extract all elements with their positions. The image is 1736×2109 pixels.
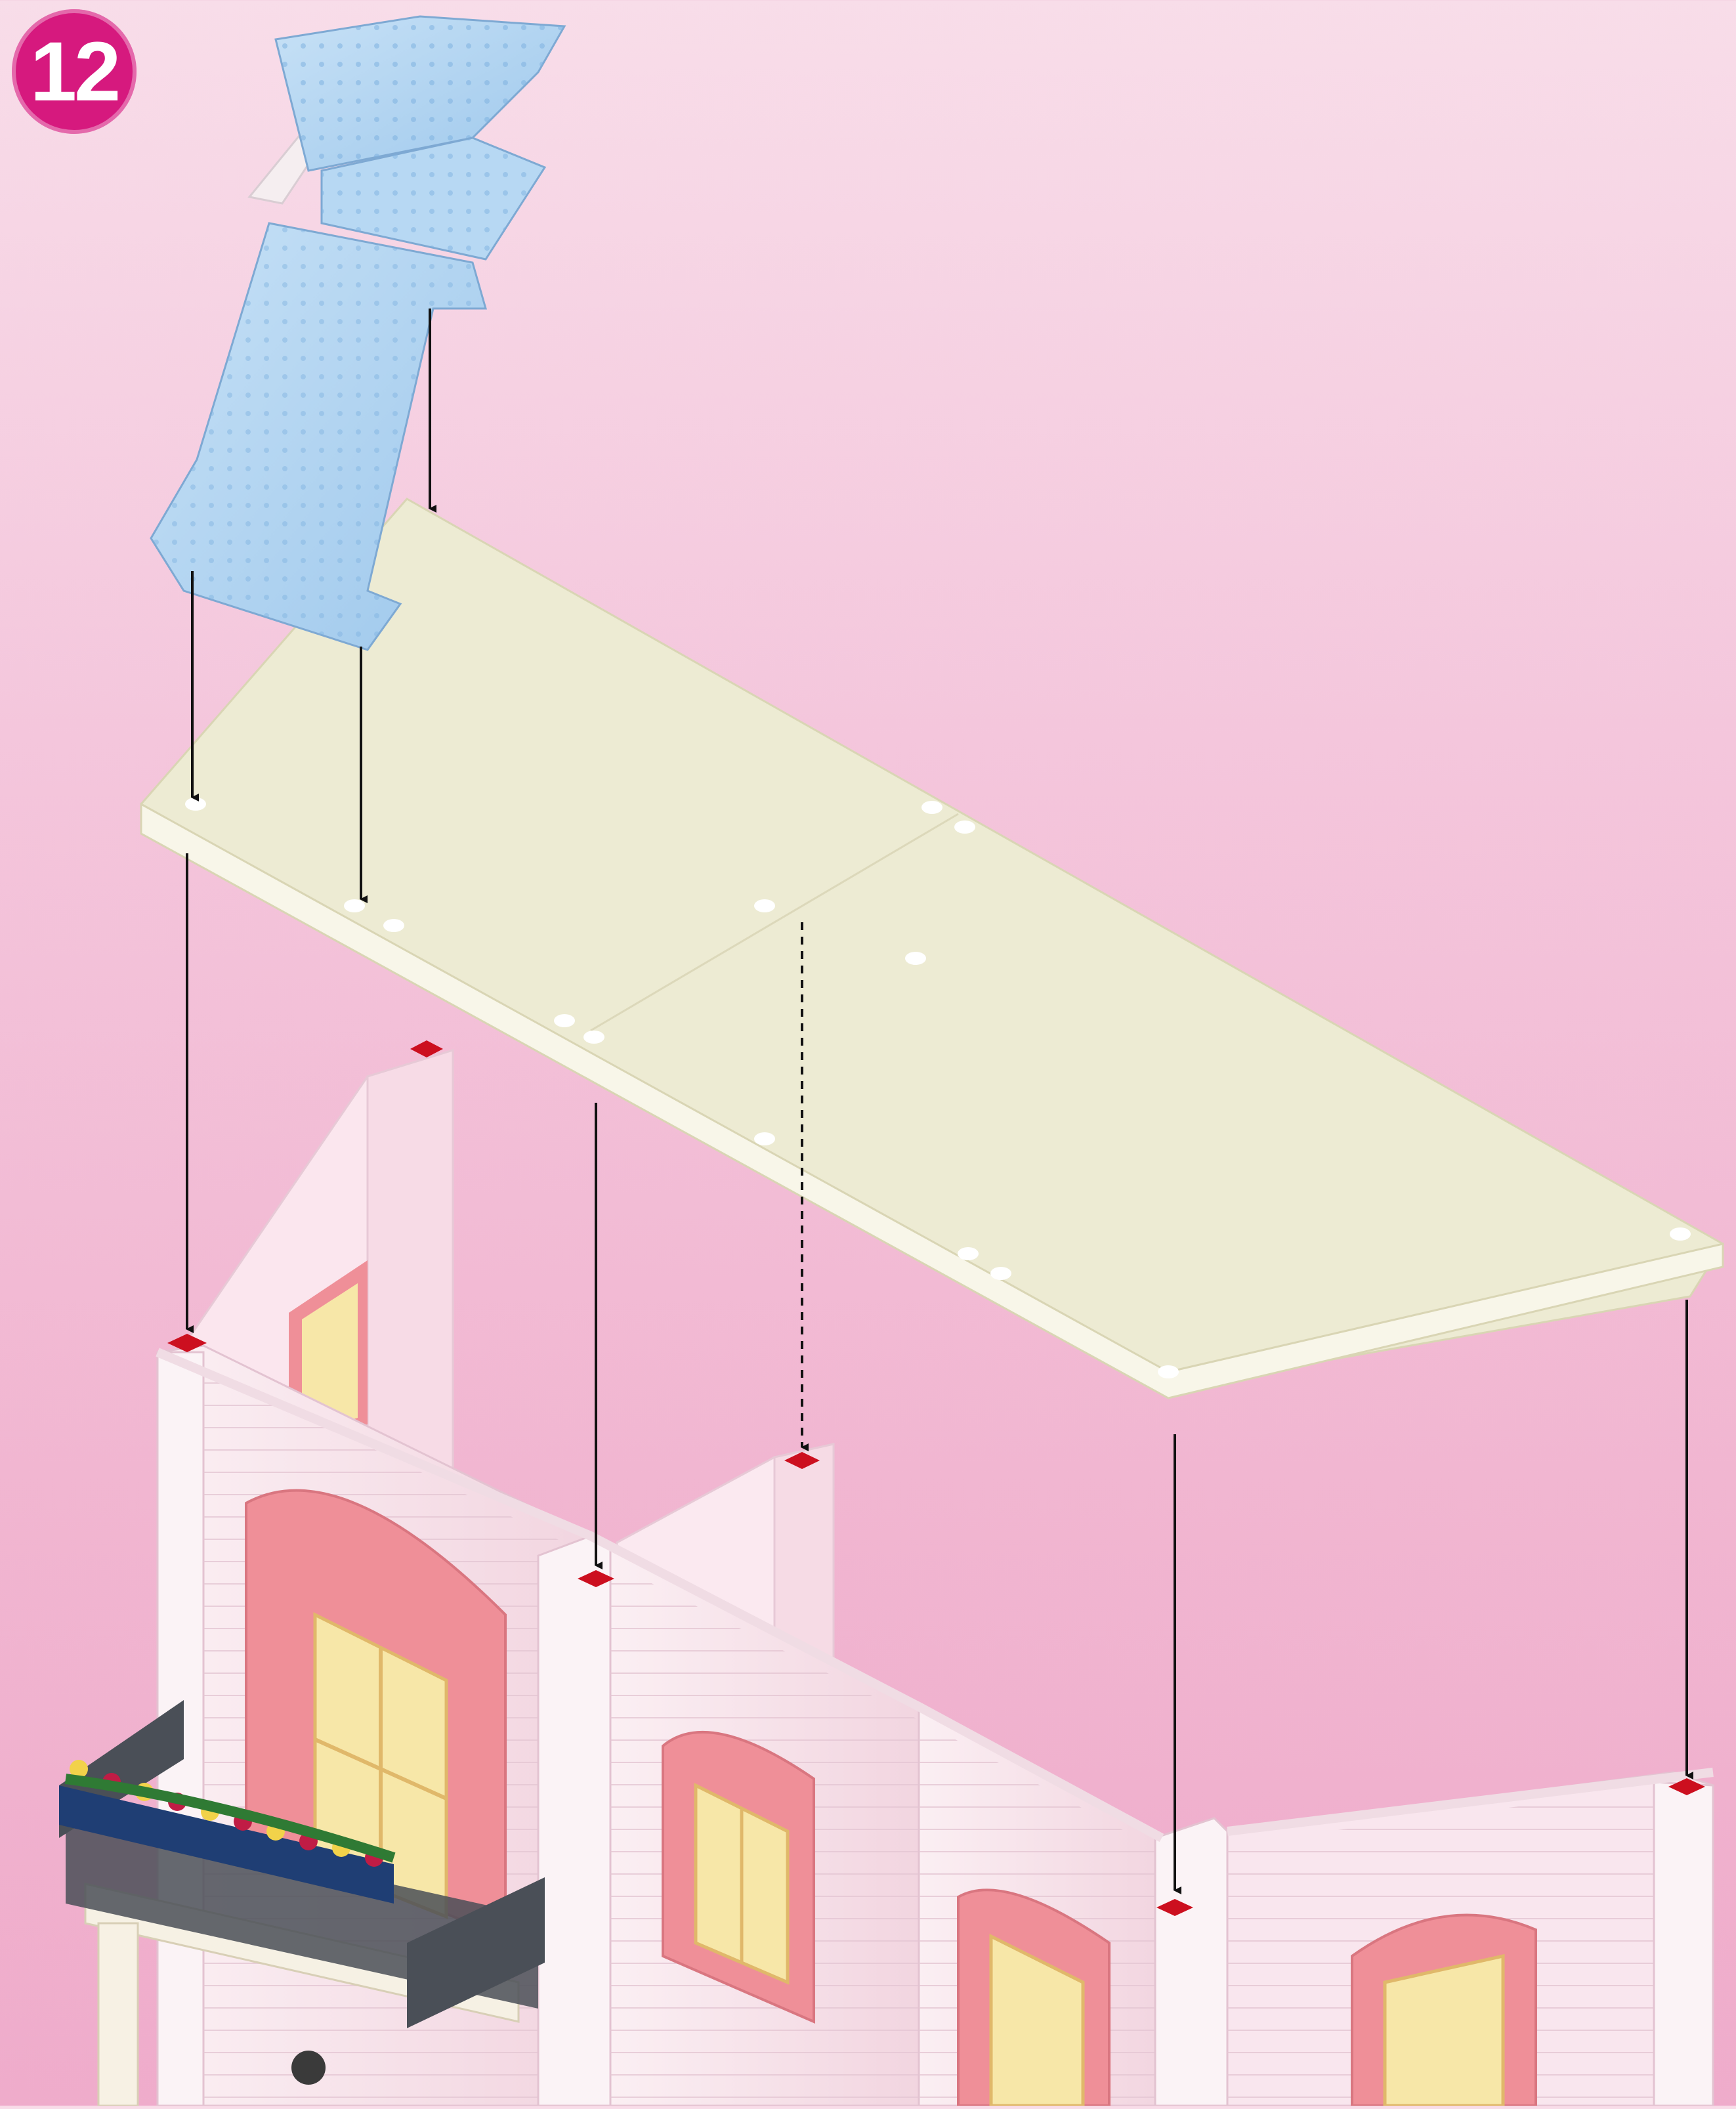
side-window [1352, 1915, 1536, 2106]
step-number: 12 [30, 24, 118, 120]
balcony-column [98, 1923, 138, 2106]
wall-lamp [291, 2051, 326, 2085]
step-number-badge: 12 [12, 9, 137, 134]
corner-pillar-right [1155, 1818, 1227, 2106]
middle-pillar [538, 1536, 610, 2106]
